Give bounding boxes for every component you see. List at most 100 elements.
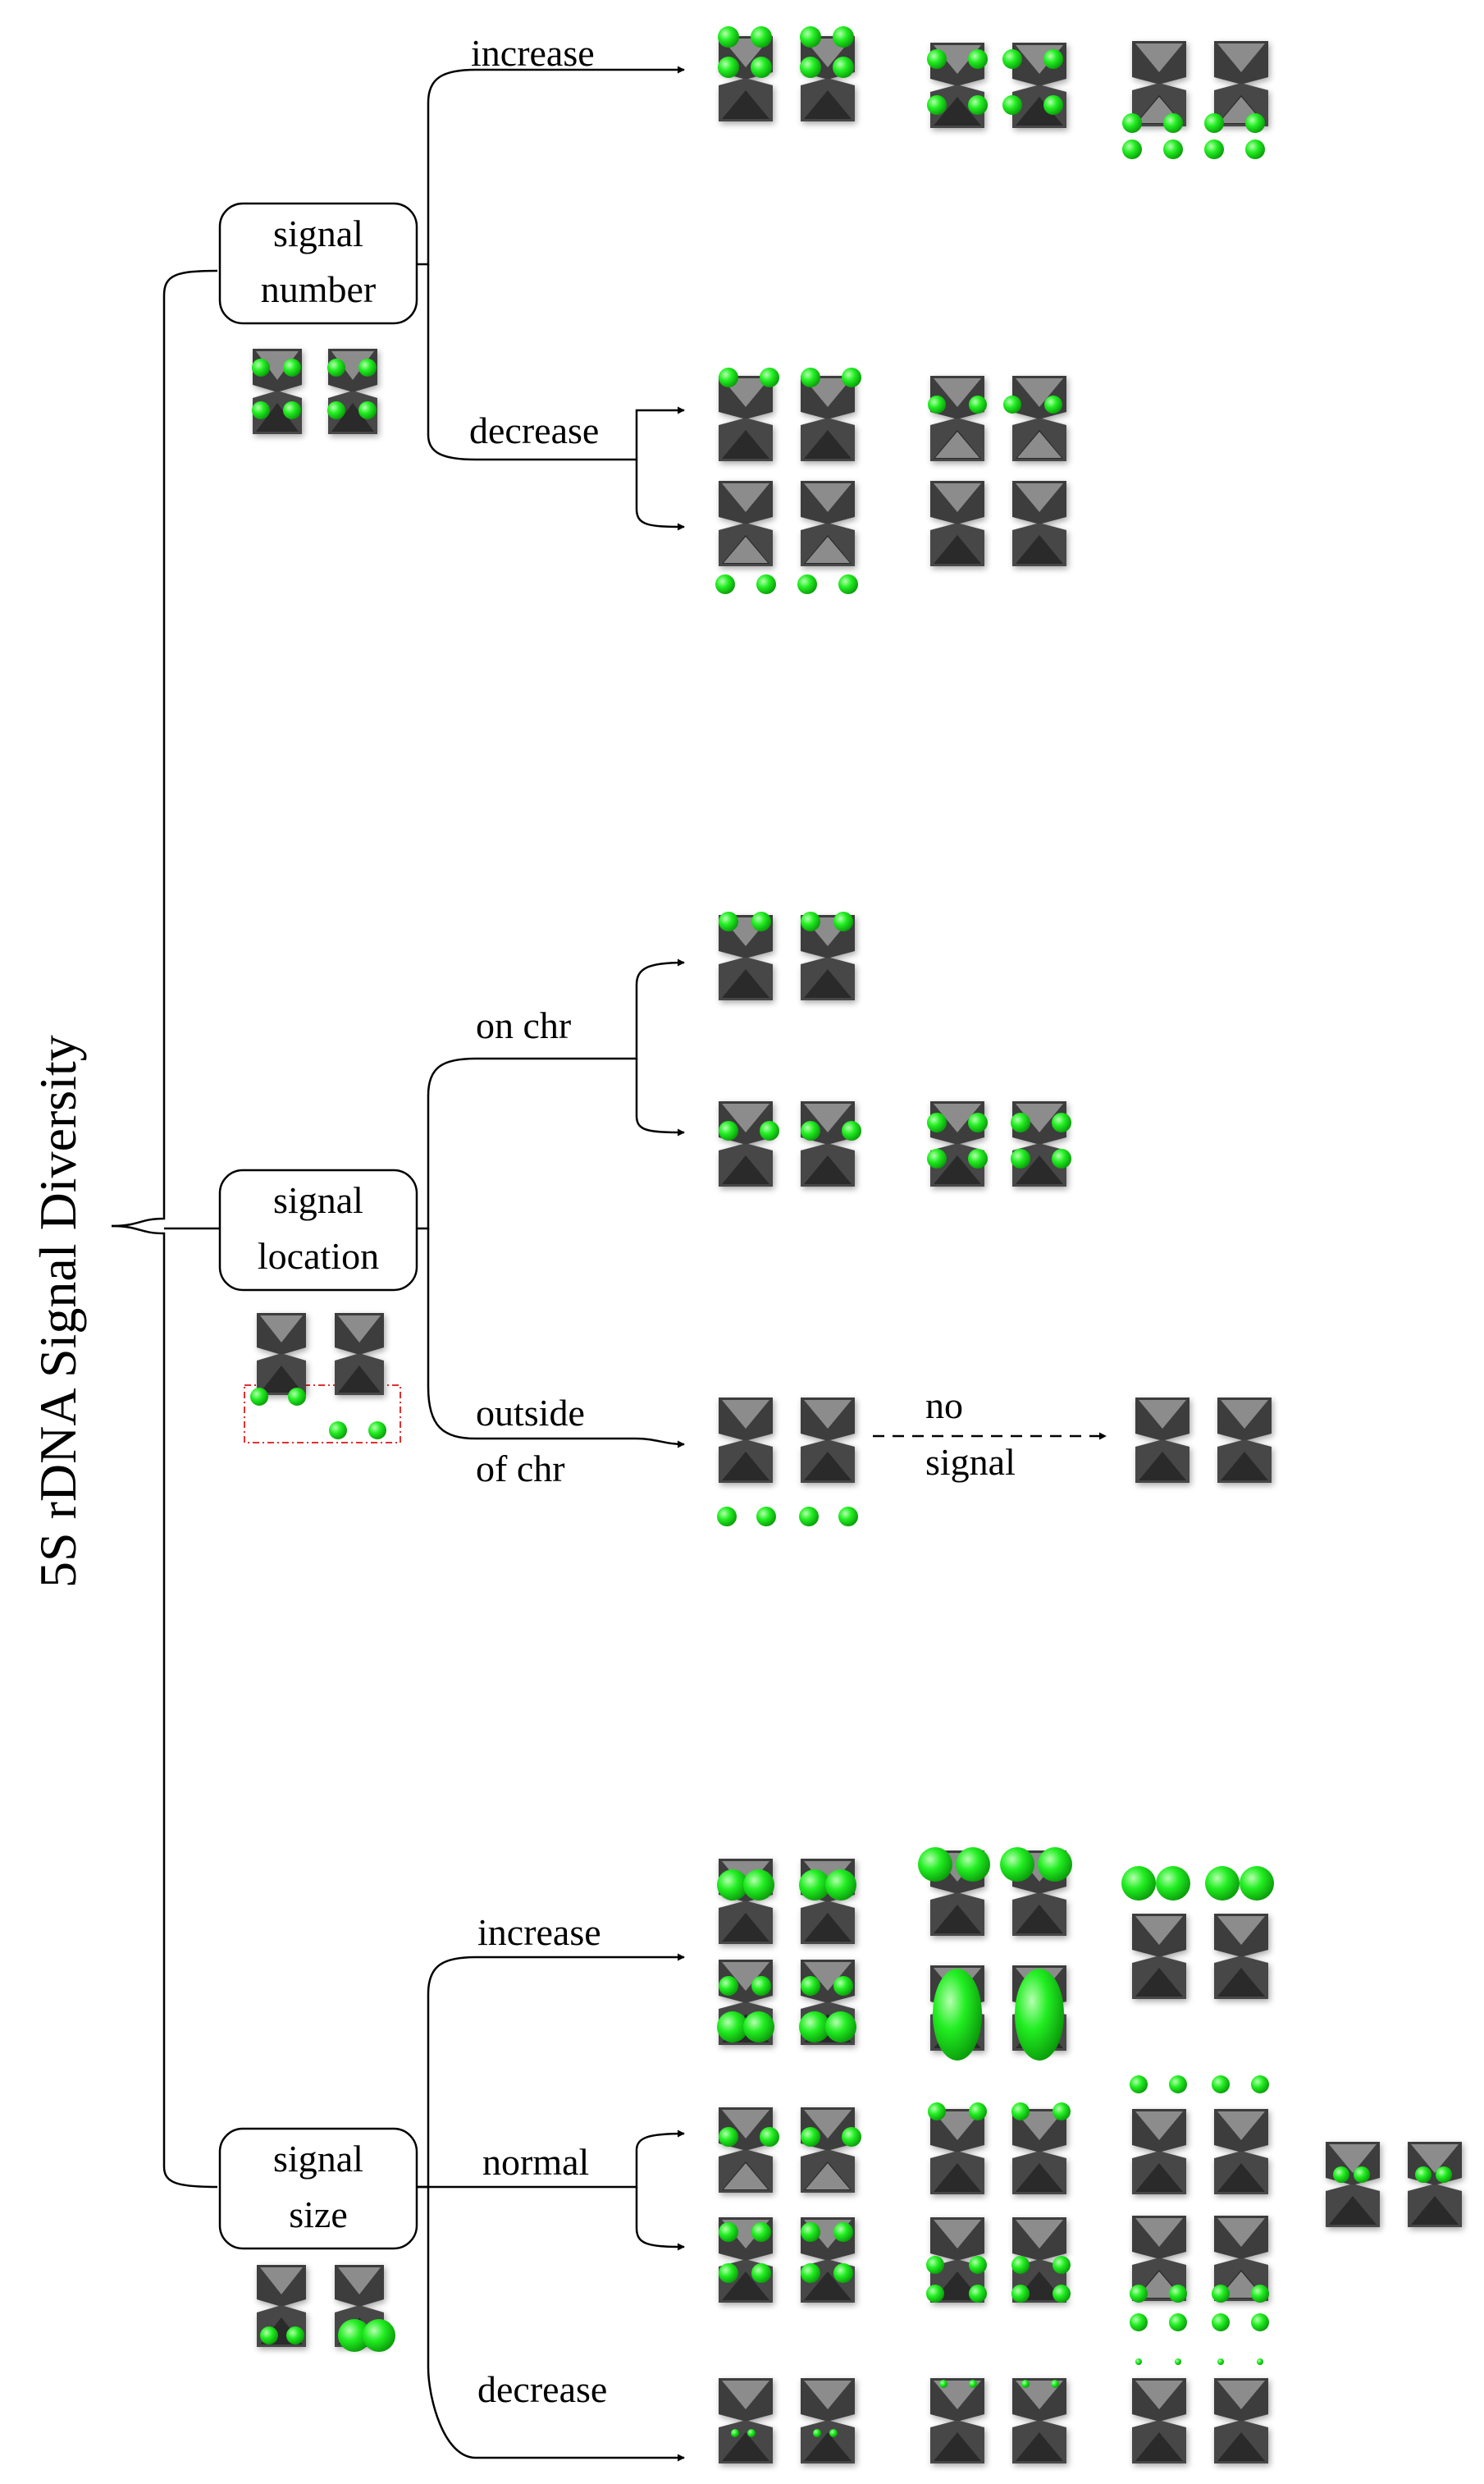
size-branch-lines bbox=[417, 1953, 685, 2462]
chromosome bbox=[930, 2378, 984, 2463]
signal-dot bbox=[968, 49, 988, 69]
chromosome bbox=[801, 376, 855, 461]
signal-dot bbox=[969, 396, 987, 414]
signal-dot bbox=[751, 2263, 771, 2283]
signal-dot bbox=[719, 1976, 738, 1996]
signal-dot bbox=[252, 401, 270, 419]
chromosome bbox=[930, 43, 984, 128]
signal-blob bbox=[1038, 1847, 1072, 1882]
signal-dot bbox=[1212, 2285, 1230, 2303]
signal-dot bbox=[842, 1121, 861, 1141]
signal-dot bbox=[751, 57, 772, 78]
signal-dot bbox=[833, 912, 853, 931]
signal-dot bbox=[756, 1507, 776, 1526]
signal-dot bbox=[1052, 1149, 1071, 1169]
signal-dot bbox=[969, 2256, 987, 2274]
signal-dot bbox=[800, 26, 821, 48]
signal-dot bbox=[838, 574, 858, 594]
signal-dot bbox=[1130, 2285, 1148, 2303]
signal-dot bbox=[833, 2222, 853, 2242]
signal-dot bbox=[969, 2380, 977, 2388]
signal-dot bbox=[1052, 1113, 1071, 1132]
signal-dot bbox=[927, 1113, 947, 1132]
label-size-increase: increase bbox=[477, 1911, 601, 1953]
signal-dot bbox=[252, 359, 270, 377]
signal-dot bbox=[833, 57, 854, 78]
signal-blob bbox=[918, 1847, 952, 1882]
signal-dot bbox=[283, 359, 301, 377]
chromosome bbox=[335, 1313, 384, 1395]
location-branch-lines bbox=[417, 958, 1107, 1448]
signal-dot bbox=[927, 95, 947, 115]
chromosome bbox=[1132, 2378, 1186, 2463]
signal-dot bbox=[1043, 49, 1063, 69]
signal-dot bbox=[719, 912, 738, 931]
signal-dot bbox=[928, 2102, 946, 2120]
signal-dot bbox=[717, 1507, 737, 1526]
label-location-outside-line1: outside bbox=[476, 1392, 585, 1434]
signal-dot bbox=[719, 2263, 738, 2283]
signal-dot bbox=[801, 2263, 820, 2283]
signal-dot bbox=[833, 26, 854, 48]
signal-dot bbox=[760, 368, 779, 387]
signal-dot bbox=[797, 574, 817, 594]
signal-blob bbox=[743, 1869, 774, 1901]
chromosome bbox=[1217, 1398, 1272, 1483]
chromosome bbox=[801, 2378, 855, 2463]
chromosome bbox=[257, 1313, 306, 1395]
signal-dot bbox=[833, 1976, 853, 1996]
signal-dot bbox=[1052, 2102, 1071, 2120]
signal-dot bbox=[1052, 2256, 1071, 2274]
signal-dot bbox=[719, 2127, 738, 2147]
signal-blob bbox=[338, 2319, 371, 2352]
signal-dot bbox=[1169, 2285, 1187, 2303]
chromosome bbox=[719, 1101, 773, 1187]
signal-blob bbox=[956, 1847, 990, 1882]
category-number-line1: signal bbox=[273, 213, 363, 254]
main-tree-lines bbox=[111, 269, 221, 2189]
chromosome bbox=[1214, 2378, 1268, 2463]
signal-dot bbox=[927, 49, 947, 69]
signal-dot bbox=[969, 2102, 987, 2120]
chromosome bbox=[801, 2107, 855, 2193]
signal-blob bbox=[1156, 1866, 1190, 1901]
signal-dot bbox=[813, 2429, 821, 2437]
signal-blob bbox=[799, 2011, 830, 2043]
signal-dot bbox=[1217, 2358, 1224, 2365]
signal-dot bbox=[1354, 2166, 1370, 2183]
signal-dot bbox=[1122, 113, 1142, 133]
signal-dot bbox=[969, 2285, 987, 2303]
signal-dot bbox=[731, 2429, 739, 2437]
signal-dot bbox=[801, 1121, 820, 1141]
signal-dot bbox=[1204, 140, 1224, 159]
category-number-line2: number bbox=[261, 268, 377, 310]
label-size-decrease: decrease bbox=[477, 2368, 607, 2410]
label-no-signal-line1: no bbox=[925, 1384, 963, 1426]
signal-dot bbox=[1169, 2075, 1187, 2093]
signal-dot bbox=[1415, 2166, 1431, 2183]
chromosome bbox=[1214, 2109, 1268, 2194]
signal-dot bbox=[1130, 2313, 1148, 2331]
signal-dot bbox=[260, 2326, 278, 2344]
chromosome bbox=[1012, 2378, 1066, 2463]
signal-dot bbox=[1044, 396, 1062, 414]
signal-blob bbox=[717, 2011, 748, 2043]
signal-dot bbox=[327, 401, 345, 419]
signal-dot bbox=[1175, 2358, 1181, 2365]
signal-dot bbox=[760, 1121, 779, 1141]
signal-blob bbox=[933, 1969, 982, 2061]
signal-dot bbox=[1212, 2313, 1230, 2331]
label-size-normal: normal bbox=[482, 2141, 589, 2183]
signal-dot bbox=[1002, 95, 1022, 115]
chromosome bbox=[719, 2107, 773, 2193]
signal-dot bbox=[800, 57, 821, 78]
signal-dot bbox=[1003, 396, 1021, 414]
signal-blob bbox=[1205, 1866, 1240, 1901]
signal-dot bbox=[1245, 140, 1265, 159]
chromosome bbox=[1326, 2142, 1380, 2227]
chromosome bbox=[719, 2378, 773, 2463]
signal-dot bbox=[288, 1388, 306, 1406]
chromosome bbox=[930, 481, 984, 566]
chromosome bbox=[1214, 1914, 1268, 1999]
signal-dot bbox=[801, 912, 820, 931]
